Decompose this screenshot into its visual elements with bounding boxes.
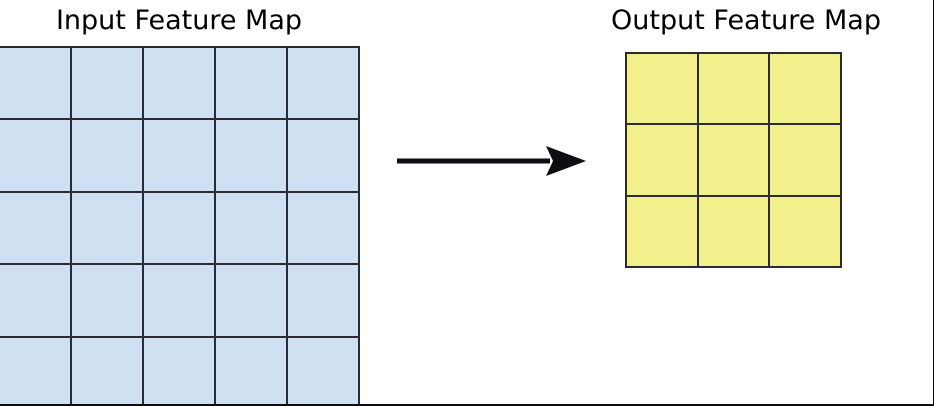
input-feature-map-cell [0,337,70,404]
input-feature-map-title: Input Feature Map [55,5,303,36]
input-feature-map-cell [0,265,70,336]
output-feature-map-grid [625,52,842,268]
input-feature-map-cell [0,192,70,264]
input-feature-map-cell [288,337,358,404]
output-feature-map-cell [770,54,840,124]
input-feature-map-cell [72,192,142,264]
input-feature-map-cell [288,192,358,264]
input-feature-map-cell [288,48,358,119]
output-feature-map-cell [698,54,769,124]
input-feature-map-cell [72,48,142,119]
input-feature-map-cell [216,192,286,264]
transform-arrow [397,146,586,176]
input-feature-map-cell [288,120,358,191]
input-feature-map-cell [72,120,142,191]
input-feature-map-cell [288,265,358,336]
output-feature-map-title: Output Feature Map [611,5,881,36]
input-feature-map-cell [144,192,214,264]
input-feature-map-cell [216,48,286,119]
input-feature-map-cell [144,48,214,119]
input-feature-map-cell [0,120,70,191]
output-feature-map-cell [698,125,769,195]
input-feature-map-cell [0,48,70,119]
input-feature-map-cell [216,120,286,191]
output-feature-map-cell [770,125,840,195]
input-feature-map-cell [216,265,286,336]
input-feature-map-cell [72,337,142,404]
input-feature-map-cell [144,120,214,191]
output-feature-map-cell [770,196,840,266]
output-feature-map-cell [698,196,769,266]
input-feature-map-grid [0,46,360,404]
output-feature-map-cell [627,196,697,266]
input-feature-map-cell [144,337,214,404]
input-feature-map-cell [144,265,214,336]
output-feature-map-cell [627,125,697,195]
input-feature-map-cell [216,337,286,404]
output-feature-map-cell [627,54,697,124]
input-feature-map-cell [72,265,142,336]
arrow-head [546,146,586,176]
